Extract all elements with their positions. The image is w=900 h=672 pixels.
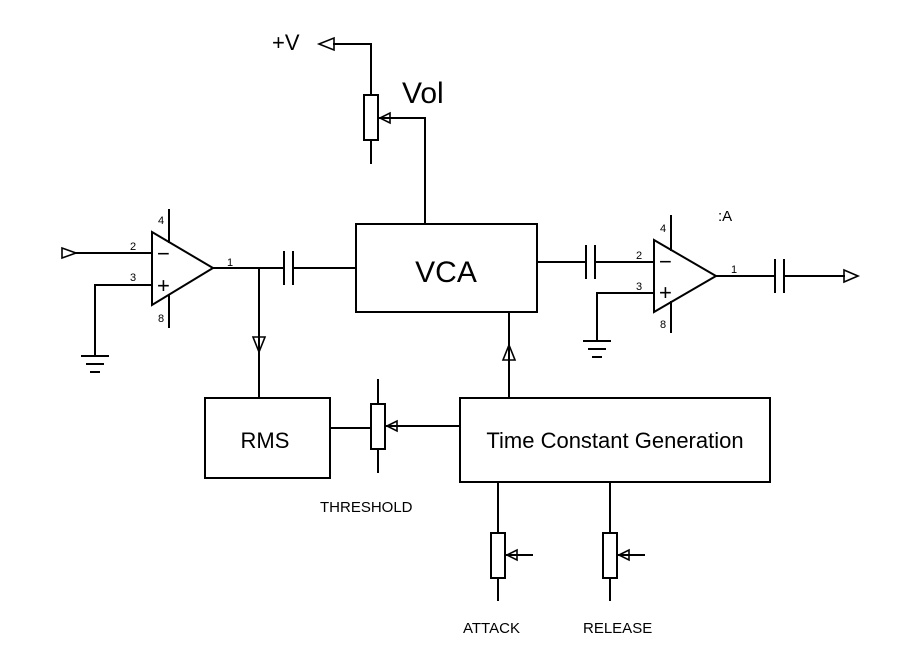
vca-block (355, 223, 538, 313)
input-opamp-pin-8: 8 (158, 313, 164, 325)
ground-icon (583, 340, 611, 358)
supply-arrow-icon (316, 36, 335, 52)
ground-icon (81, 355, 109, 373)
output-opamp-pin-3: 3 (636, 281, 642, 293)
attack-label: ATTACK (463, 620, 520, 637)
output-coupling-capacitor (585, 245, 596, 279)
input-opamp: 4 8 2 3 1 − + (130, 209, 233, 328)
threshold-potentiometer (370, 379, 461, 473)
release-potentiometer (602, 481, 645, 601)
output-port-icon (843, 268, 861, 284)
input-opamp-pin-1: 1 (227, 257, 233, 269)
output-opamp-pin-1: 1 (731, 264, 737, 276)
rms-block (204, 397, 331, 479)
output-opamp-pin-2: 2 (636, 250, 642, 262)
input-opamp-plus: + (157, 273, 170, 298)
input-opamp-pin-2: 2 (130, 241, 136, 253)
input-opamp-pin-3: 3 (130, 272, 136, 284)
output-ground-wire (596, 292, 655, 342)
input-opamp-minus: − (157, 241, 170, 266)
input-port (61, 246, 153, 260)
supply-label: +V (272, 30, 300, 55)
release-label: RELEASE (583, 620, 652, 637)
output-opamp-minus: − (659, 249, 672, 274)
rms-label: RMS (241, 428, 290, 453)
volume-label: Vol (402, 77, 444, 110)
output-opamp-plus: + (659, 280, 672, 305)
volume-potentiometer (363, 94, 426, 225)
output-opamp-pin-8: 8 (660, 319, 666, 331)
output-capacitor (774, 259, 785, 293)
attack-potentiometer (490, 481, 533, 601)
output-opamp-pin-4: 4 (660, 223, 666, 235)
output-opamp: 4 8 2 3 1 − + (636, 215, 737, 333)
input-opamp-pin-4: 4 (158, 215, 164, 227)
rms-feed-arrow-icon (251, 336, 267, 355)
threshold-label: THRESHOLD (320, 499, 413, 516)
input-coupling-capacitor (283, 251, 294, 285)
input-ground-wire (94, 284, 153, 357)
time-constant-block (459, 397, 771, 483)
opamp-reference-label: :A (718, 208, 732, 225)
time-constant-label: Time Constant Generation (486, 428, 743, 453)
vca-control-arrow-icon (501, 342, 517, 361)
vca-label: VCA (415, 256, 477, 289)
